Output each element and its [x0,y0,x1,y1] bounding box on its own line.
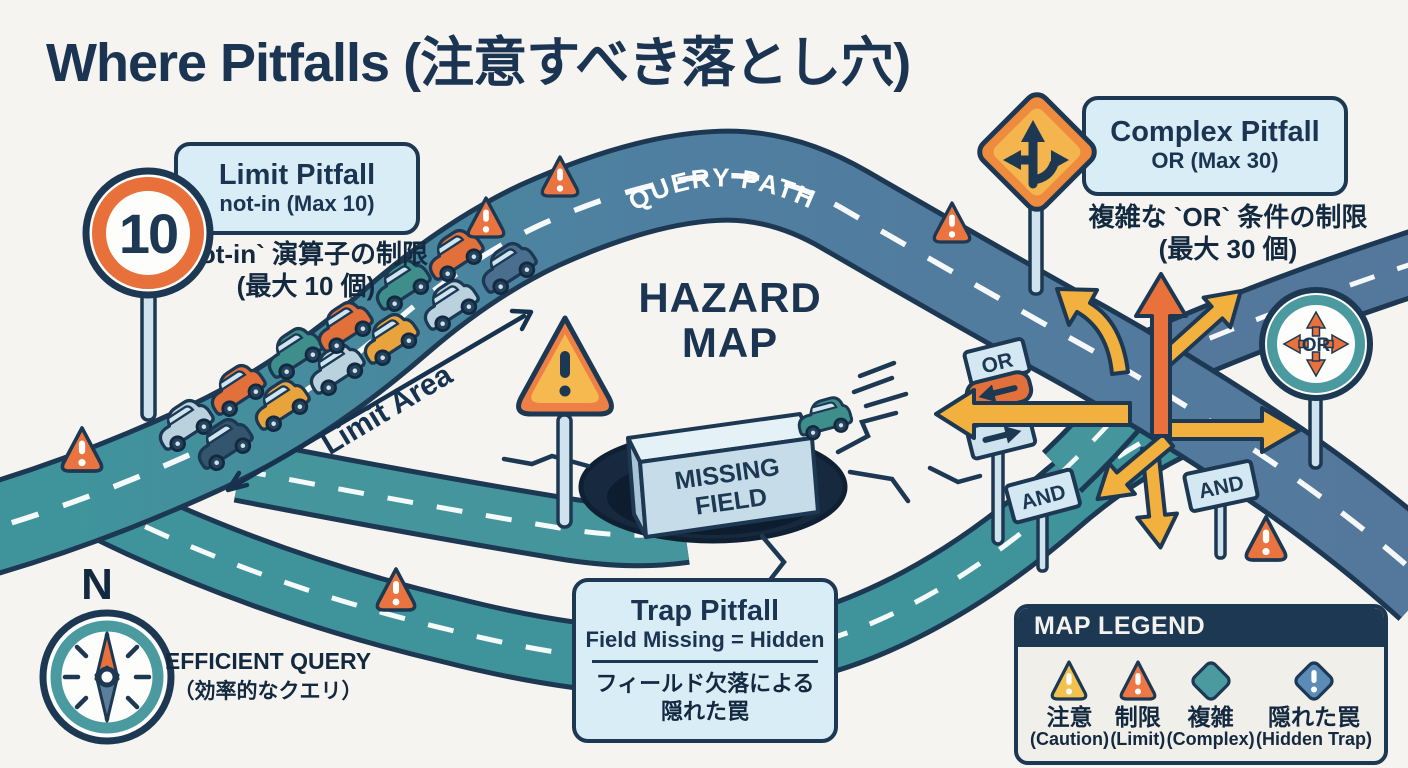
callout-limit-title: Limit Pitfall [218,158,376,191]
limit-pitfall-jp-note: not-in` 演算子の制限 (最大 10 個) [183,239,429,301]
hazard-map-title: HAZARD MAP [618,274,842,366]
and-sign-left: AND [1004,467,1082,573]
map-legend-title: MAP LEGEND [1018,608,1384,647]
callout-complex-title: Complex Pitfall [1110,116,1320,149]
callout-trap-subtitle: Field Missing = Hidden [585,626,825,652]
efficient-query-note: EFFICIENT QUERY （効率的なクエリ） [164,648,372,703]
or-circle-sign-label: OR [1302,335,1331,356]
callout-limit-subtitle: not-in (Max 10) [219,190,375,216]
callout-trap-title: Trap Pitfall [630,594,780,627]
callout-trap-pitfall: Trap Pitfall Field Missing = Hidden フィール… [572,578,838,743]
legend-item-limit: 制限 (Limit) [1110,657,1165,751]
teal-road-pothole-stub [233,437,690,569]
legend-item-caution: 注意 (Caution) [1030,657,1109,751]
compass-north-label: N [81,560,113,609]
arrow-up-right [1154,289,1243,370]
complex-diamond-icon [1191,661,1231,701]
arrow-down-left [1095,431,1176,502]
legend-item-complex: 複雑 (Complex) [1167,657,1255,751]
missing-field-block: MISSING FIELD [626,412,820,539]
legend-item-hidden-trap: 隠れた罠 (Hidden Trap) [1256,657,1372,751]
speed-limit-pole [140,290,157,422]
branch-arrows-icon [1003,120,1069,189]
and-sign-right: AND [1182,459,1260,560]
speed-limit-sign: 10 [82,167,214,299]
page-title: Where Pitfalls (注意すべき落とし穴) [46,33,911,93]
car-icon [792,392,856,444]
arrow-right [1156,406,1302,454]
callout-trap-divider [592,660,818,664]
callout-limit-pitfall: Limit Pitfall not-in (Max 10) [174,142,420,235]
arrow-up-orange [1134,272,1188,438]
map-legend: MAP LEGEND 注意 (Caution) 制限 (Limit) 複雑 (C… [1014,604,1388,765]
or-circle-sign: OR [1259,287,1373,470]
caution-triangle-icon [1051,660,1088,701]
callout-trap-jp: フィールド欠落による 隠れた罠 [595,671,815,724]
hazard-map-title-line2: MAP [681,318,779,366]
map-legend-body: 注意 (Caution) 制限 (Limit) 複雑 (Complex) 隠れた… [1018,647,1384,761]
jumping-car [792,360,983,485]
four-way-arrows-icon [1282,310,1350,378]
big-warning-sign [516,315,614,529]
hidden-trap-diamond-icon [1294,661,1334,701]
intersection-arrows [934,272,1302,550]
callout-complex-subtitle: OR (Max 30) [1151,148,1279,174]
speed-limit-value: 10 [119,202,177,265]
compass-rose: N [39,560,175,745]
callout-complex-pitfall: Complex Pitfall OR (Max 30) [1082,96,1348,196]
arrow-curl-up-left [1055,287,1130,376]
branch-arrows-sign [977,92,1097,212]
limit-triangle-icon [1119,660,1157,701]
arrow-left [934,388,1132,440]
complex-pitfall-jp-note: 複雑な `OR` 条件の制限 (最大 30 個) [1088,202,1368,264]
hazard-map-title-line1: HAZARD [638,274,822,321]
